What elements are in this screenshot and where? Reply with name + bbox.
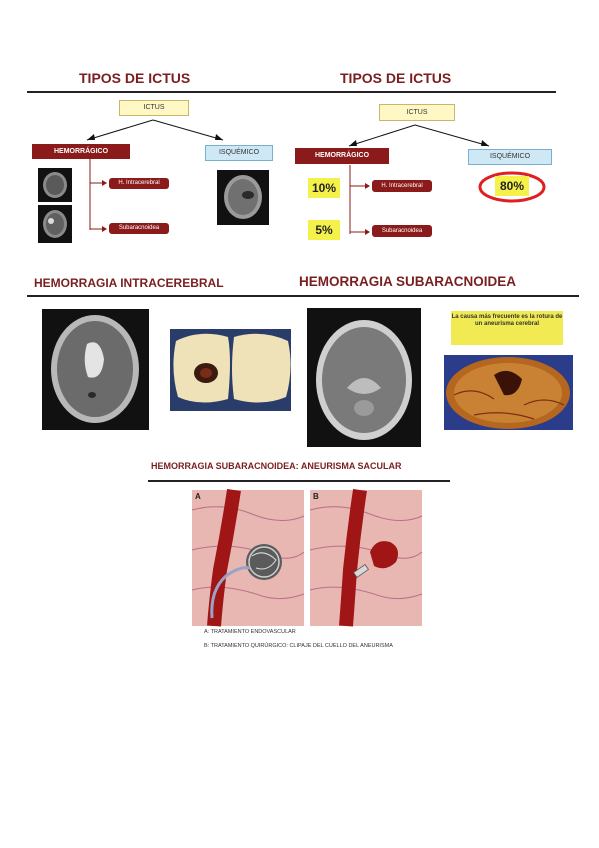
panel-a-label: A bbox=[195, 492, 201, 501]
slide-aneurisma-sacular: HEMORRAGIA SUBARACNOIDEA: ANEURISMA SACU… bbox=[148, 457, 453, 657]
tree-arrows bbox=[86, 119, 224, 232]
percent-isquemico: 80% bbox=[495, 176, 529, 196]
slide-title: TIPOS DE ICTUS bbox=[340, 70, 452, 86]
illustration-panel-b: B bbox=[309, 488, 423, 627]
subaracnoidea-pill: Subaracnoidea bbox=[109, 223, 169, 234]
ct-scan-image bbox=[42, 309, 149, 430]
slide-title: HEMORRAGIA SUBARACNOIDEA: ANEURISMA SACU… bbox=[151, 461, 402, 471]
slide-tipos-ictus-1: TIPOS DE ICTUS ICTUS HEMORRÁGICO ISQUÉMI… bbox=[27, 62, 291, 248]
slide-tipos-ictus-2: TIPOS DE ICTUS ICTUS HEMORRÁGICO ISQUÉMI… bbox=[291, 62, 556, 248]
caption-b: B: TRATAMIENTO QUIRÚRGICO: CLIPAJE DEL C… bbox=[204, 643, 393, 649]
ct-scan-image bbox=[38, 168, 72, 202]
title-rule bbox=[27, 295, 291, 297]
intracerebral-pill: H. Intracerebral bbox=[109, 178, 169, 189]
slide-title: HEMORRAGIA SUBARACNOIDEA bbox=[299, 274, 517, 289]
title-rule bbox=[27, 91, 291, 93]
caption-a: A: TRATAMIENTO ENDOVASCULAR bbox=[204, 629, 296, 635]
title-rule bbox=[291, 91, 556, 93]
slide-hemorragia-intracerebral: HEMORRAGIA INTRACEREBRAL bbox=[27, 267, 293, 439]
brain-specimen-image bbox=[170, 329, 293, 411]
ictus-box: ICTUS bbox=[119, 100, 189, 116]
intracerebral-pill: H. Intracerebral bbox=[372, 180, 432, 192]
isquemico-box: ISQUÉMICO bbox=[468, 149, 552, 165]
illustration-panel-a: A bbox=[191, 488, 305, 627]
title-rule bbox=[148, 480, 450, 482]
ictus-box: ICTUS bbox=[379, 104, 455, 121]
tree-arrows bbox=[348, 124, 490, 235]
ct-scan-image bbox=[38, 205, 72, 243]
isquemico-box: ISQUÉMICO bbox=[205, 145, 273, 161]
slide-title: HEMORRAGIA INTRACEREBRAL bbox=[34, 276, 224, 290]
percent-intracerebral: 10% bbox=[308, 178, 340, 198]
slide-hemorragia-subaracnoidea: HEMORRAGIA SUBARACNOIDEA La causa más fr… bbox=[291, 267, 579, 449]
panel-b-label: B bbox=[313, 492, 319, 501]
aneurysm-brain-image bbox=[444, 355, 573, 430]
slide-title: TIPOS DE ICTUS bbox=[79, 70, 191, 86]
ct-scan-image bbox=[307, 308, 421, 447]
hemorragico-box: HEMORRÁGICO bbox=[32, 144, 130, 159]
hemorragico-box: HEMORRÁGICO bbox=[295, 148, 389, 164]
ct-scan-image bbox=[217, 170, 269, 225]
percent-subaracnoidea: 5% bbox=[308, 220, 340, 240]
cause-note: La causa más frecuente es la rotura de u… bbox=[451, 311, 563, 345]
subaracnoidea-pill: Subaracnoidea bbox=[372, 225, 432, 237]
title-rule bbox=[291, 295, 579, 297]
highlight-ring bbox=[478, 171, 546, 203]
